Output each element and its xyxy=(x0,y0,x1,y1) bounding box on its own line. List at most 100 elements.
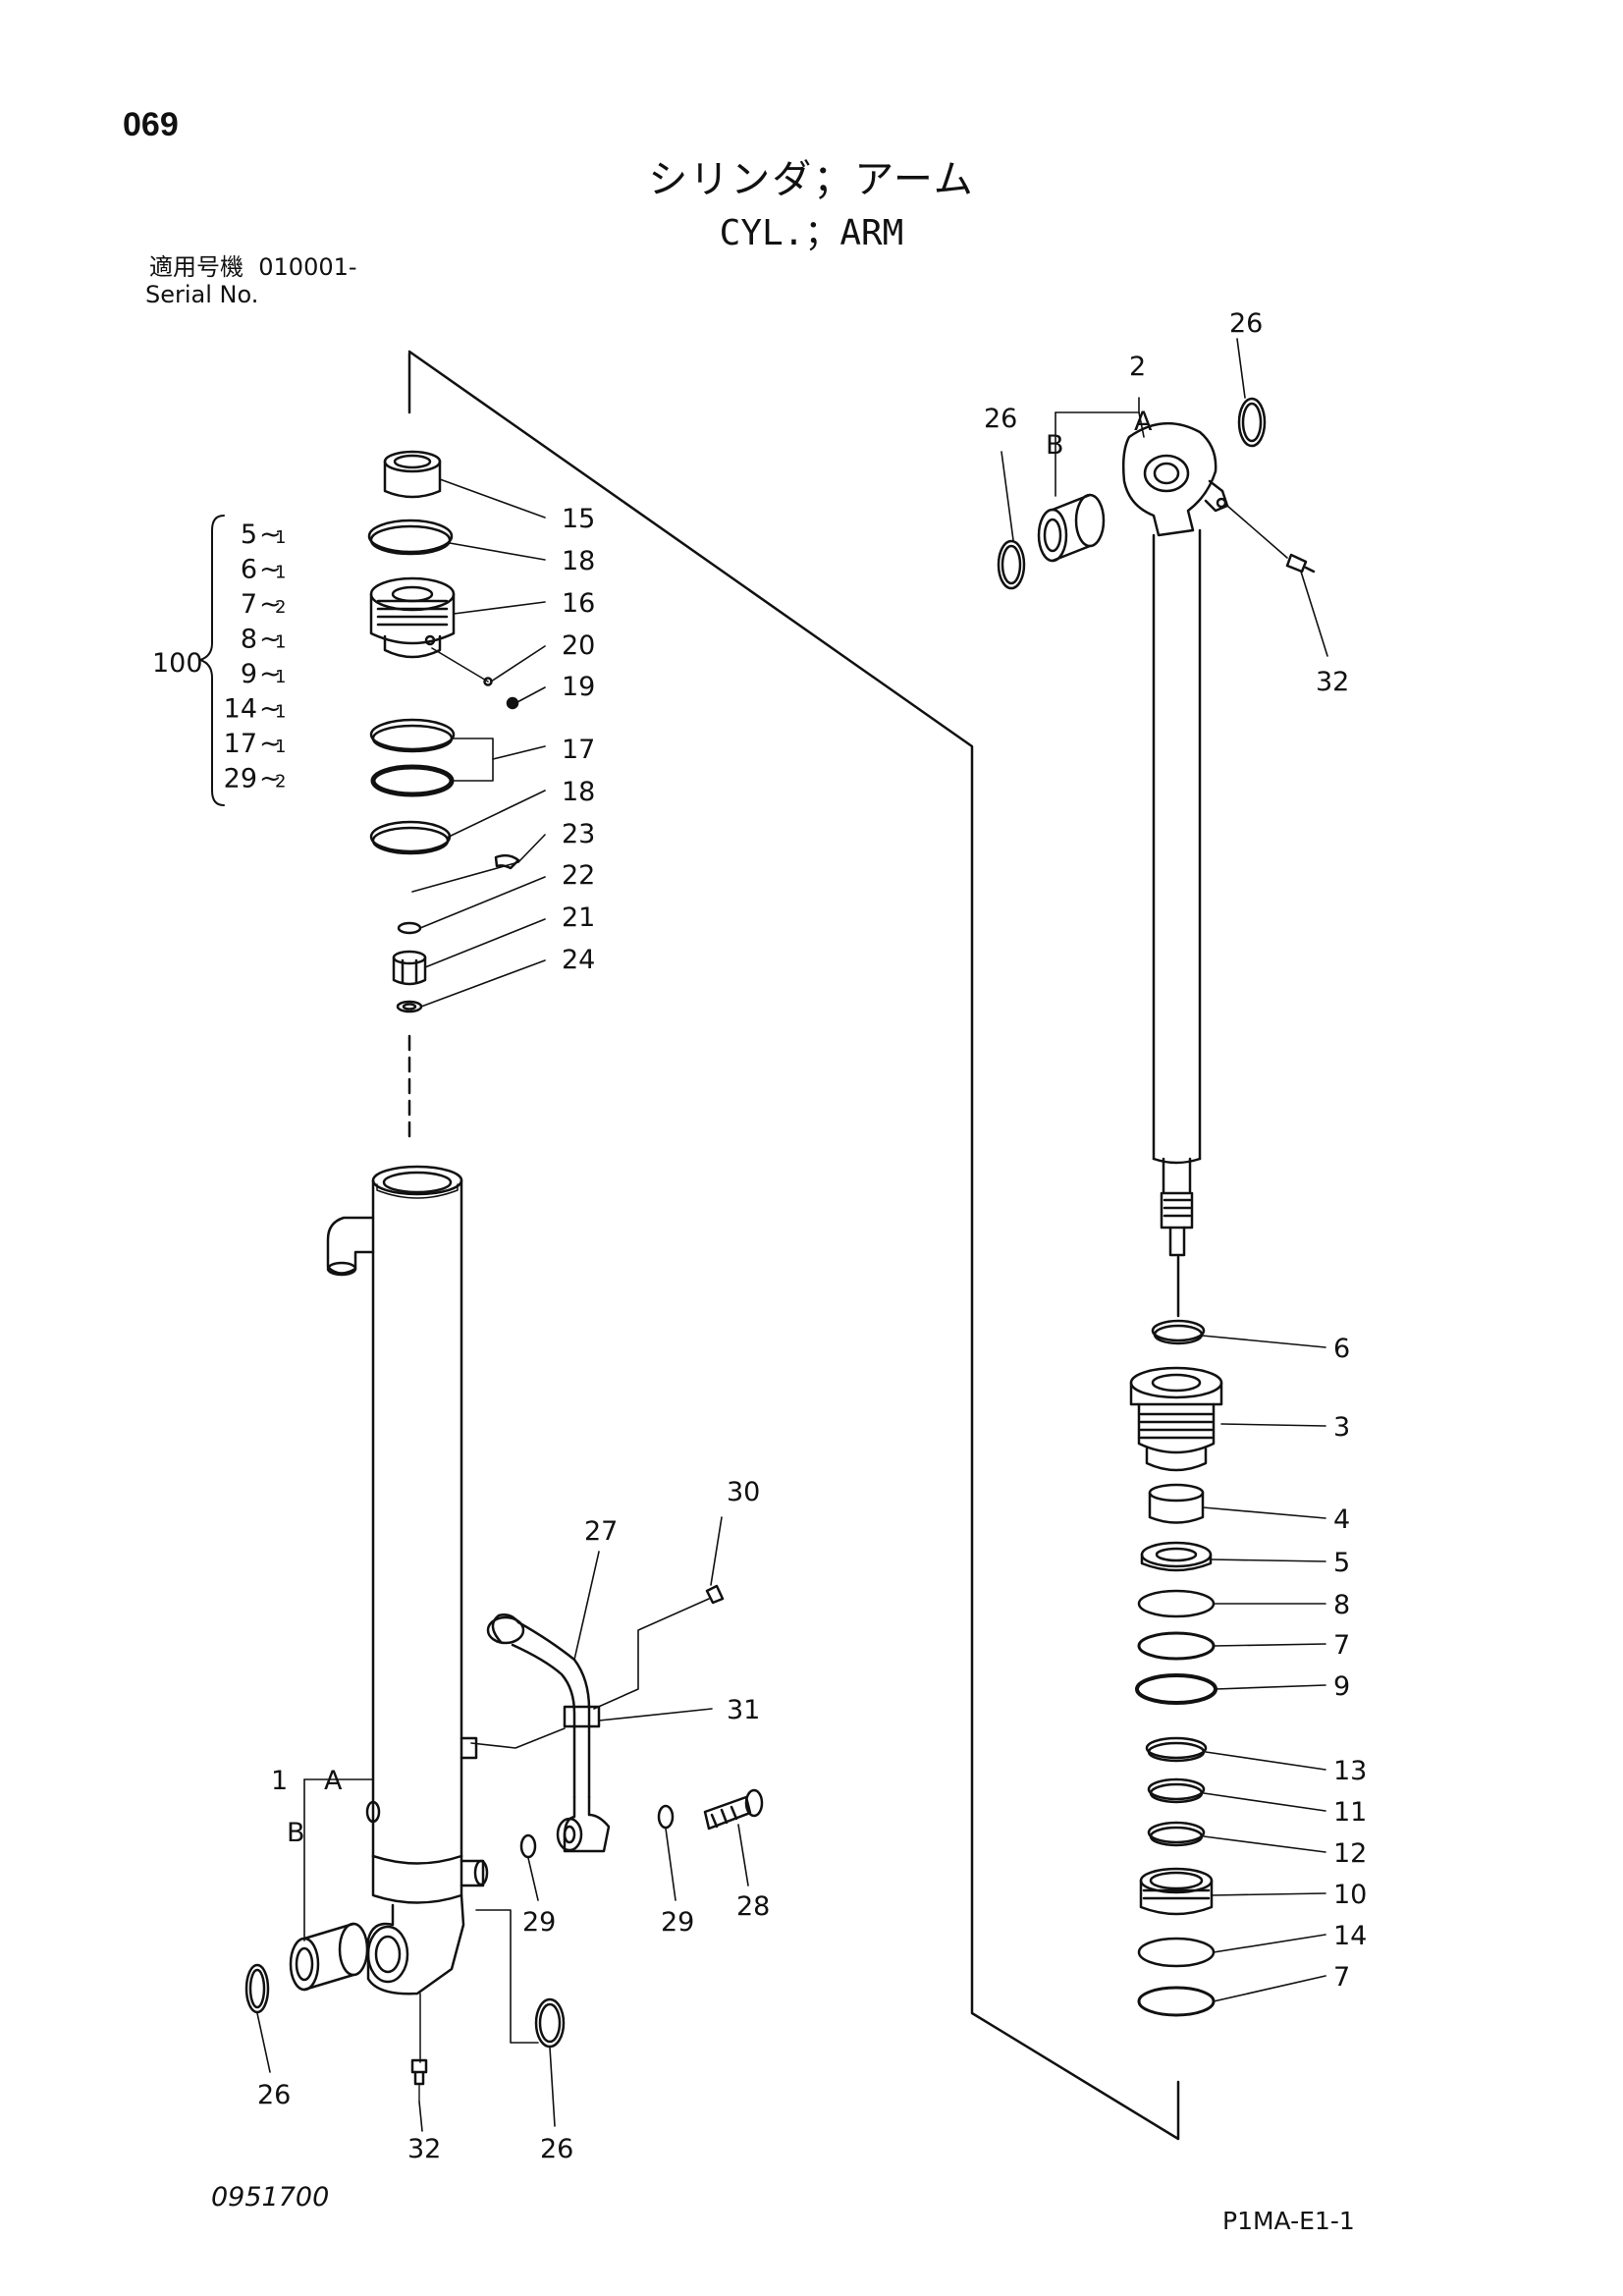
dust-seal-26-lower xyxy=(534,1997,566,2049)
callout-17: 17 xyxy=(562,735,595,765)
drawing-code: 0951700 xyxy=(211,2182,330,2213)
callout-15: 15 xyxy=(562,504,595,534)
callout-24: 24 xyxy=(562,945,595,975)
right-leaders xyxy=(1001,338,1328,2002)
callout-21: 21 xyxy=(562,902,595,933)
sheet-code: P1MA-E1-1 xyxy=(1222,2207,1355,2235)
kit-number: 100 xyxy=(152,648,203,679)
kit-item-7: 7 xyxy=(241,589,257,620)
kit-item-17: 17 xyxy=(224,729,257,759)
title-english: CYL.；ARM xyxy=(719,213,904,253)
part-18-ring xyxy=(367,519,454,556)
kit-item-qty-17: ~ xyxy=(259,729,282,759)
part-15-bushing xyxy=(383,450,442,499)
callout-31: 31 xyxy=(727,1695,760,1725)
pipe-27 xyxy=(486,1613,611,1853)
fitting-30 xyxy=(705,1584,725,1605)
kit-item-qty-value: 2 xyxy=(275,597,286,618)
part-22-ring xyxy=(397,921,422,935)
kit-item-29: 29 xyxy=(224,764,257,794)
part-24-washer xyxy=(396,1000,423,1013)
part-19-plug xyxy=(506,696,519,710)
callout-14: 14 xyxy=(1333,1921,1367,1951)
serial-label-jp: 適用号機 xyxy=(149,253,243,281)
part-16-rod-head xyxy=(369,576,456,659)
title-japanese: シリンダ；アーム xyxy=(648,157,975,202)
callout-a-right: A xyxy=(1134,407,1153,437)
left-bottom-callouts: 30 27 31 1 A B 29 29 28 26 32 26 xyxy=(257,1477,770,2164)
banjo-bolt-28 xyxy=(703,1788,764,1831)
kit-item-qty-7: ~ xyxy=(259,589,282,620)
part-23-clip xyxy=(494,853,520,870)
kit-item-qty-29: ~ xyxy=(259,764,282,794)
page-number: 069 xyxy=(123,106,179,143)
serial-label-en: Serial No. xyxy=(145,281,259,308)
callout-b-left: B xyxy=(287,1818,305,1848)
kit-item-8: 8 xyxy=(241,625,257,655)
callout-8: 8 xyxy=(1333,1590,1350,1620)
kit-item-qty-value: 2 xyxy=(275,772,286,793)
callout-a-left: A xyxy=(324,1766,343,1796)
kit-item-qty-value: 1 xyxy=(275,632,286,653)
callout-10: 10 xyxy=(1333,1880,1367,1910)
callout-13: 13 xyxy=(1333,1756,1367,1786)
kit-item-qty-9: ~ xyxy=(259,659,282,689)
callout-26-left: 26 xyxy=(257,2080,291,2110)
part-17-seal-set xyxy=(369,718,456,797)
cylinder-tube xyxy=(326,1165,489,2063)
callout-30: 30 xyxy=(727,1477,760,1507)
kit-item-6: 6 xyxy=(241,555,257,585)
callout-27: 27 xyxy=(584,1516,618,1547)
part-21-nut xyxy=(392,950,427,986)
kit-item-qty-8: ~ xyxy=(259,625,282,655)
kit-item-qty-5: ~ xyxy=(259,519,282,550)
dust-seal-26-left xyxy=(244,1963,270,2014)
callout-7-lower: 7 xyxy=(1333,1962,1350,1993)
left-bottom-leaders xyxy=(256,1516,749,2132)
kit-item-9: 9 xyxy=(241,659,257,689)
callout-32-left: 32 xyxy=(407,2134,441,2164)
o-ring-29-right xyxy=(657,1804,675,1830)
callout-1: 1 xyxy=(271,1766,288,1796)
callout-12: 12 xyxy=(1333,1838,1367,1869)
kit-item-14: 14 xyxy=(224,694,257,725)
kit-brace: 100 5~16~17~28~19~114~117~129~2 xyxy=(152,515,286,806)
pin-bushing-b-right xyxy=(1037,493,1106,563)
kit-item-qty-value: 1 xyxy=(275,737,286,757)
callout-26-top: 26 xyxy=(1229,308,1263,339)
callout-9: 9 xyxy=(1333,1671,1350,1702)
connector-lines xyxy=(407,350,1180,2141)
callout-32-right: 32 xyxy=(1316,667,1349,697)
right-callouts: 26 2 26 A B 32 6 3 4 5 8 7 9 13 11 12 10… xyxy=(984,308,1367,1993)
dust-seal-26-right-top xyxy=(1237,397,1267,448)
callout-26-right: 26 xyxy=(984,404,1017,434)
left-top-callouts: 15 18 16 20 19 17 18 23 22 21 24 xyxy=(562,504,595,975)
callout-18: 18 xyxy=(562,546,595,576)
kit-item-qty-value: 1 xyxy=(275,667,286,687)
callout-11: 11 xyxy=(1333,1797,1367,1828)
callout-4: 4 xyxy=(1333,1504,1350,1535)
dust-seal-26-right-left xyxy=(997,539,1026,590)
kit-item-qty-value: 1 xyxy=(275,702,286,723)
callout-29-left: 29 xyxy=(522,1907,556,1938)
grease-nipple-32-lower xyxy=(410,2058,428,2103)
kit-item-qty-14: ~ xyxy=(259,694,282,725)
kit-item-5: 5 xyxy=(241,519,257,550)
callout-3: 3 xyxy=(1333,1412,1350,1443)
callout-29-right: 29 xyxy=(661,1907,694,1938)
callout-23: 23 xyxy=(562,819,595,849)
callout-22: 22 xyxy=(562,860,595,891)
kit-item-qty-value: 1 xyxy=(275,527,286,548)
callout-19: 19 xyxy=(562,672,595,702)
serial-block: 適用号機 010001- Serial No. xyxy=(145,253,357,308)
callout-2: 2 xyxy=(1129,352,1146,382)
piston-parts-group xyxy=(1129,1319,1223,2017)
callout-b-right: B xyxy=(1046,430,1064,461)
part-18-ring-lower xyxy=(369,820,452,855)
o-ring-29-left xyxy=(519,1833,537,1859)
callout-7: 7 xyxy=(1333,1630,1350,1661)
serial-value: 010001- xyxy=(258,253,357,281)
grease-nipple-32-right xyxy=(1285,553,1316,574)
piston-rod xyxy=(1121,421,1229,1257)
